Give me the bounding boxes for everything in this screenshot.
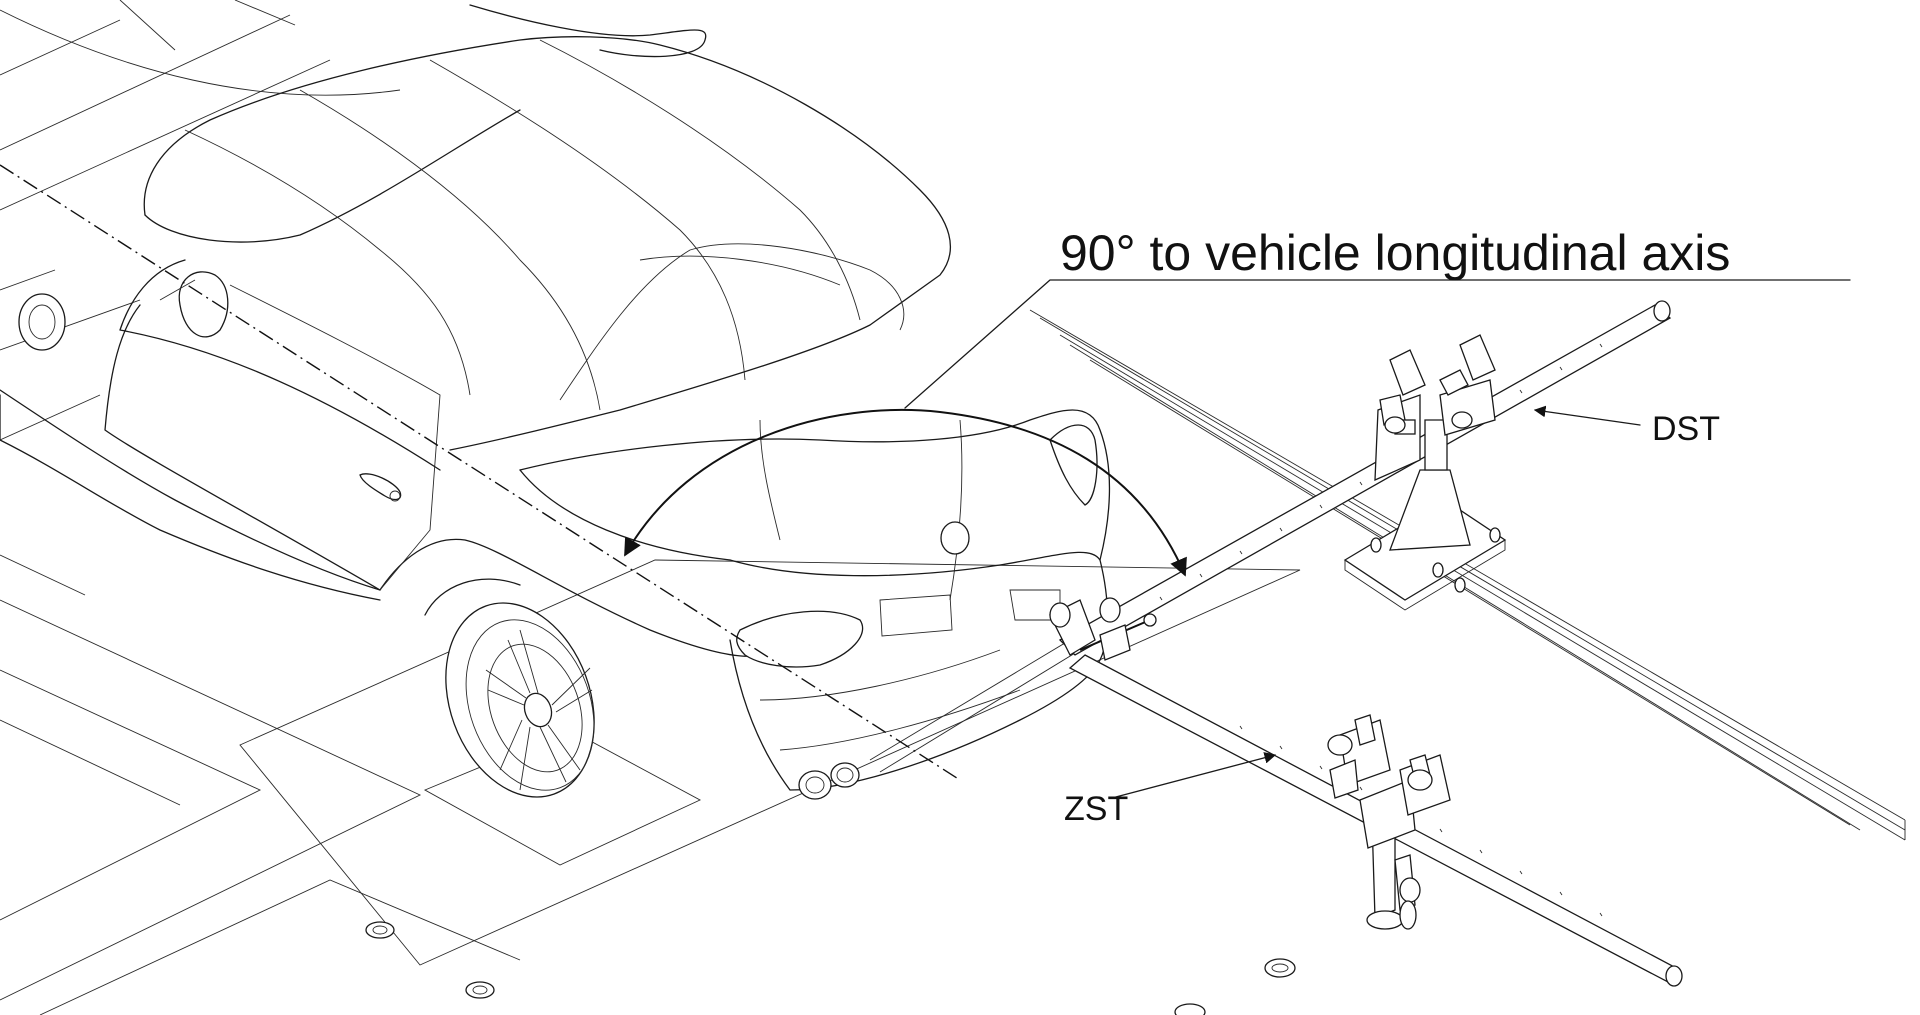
angle-label: 90° to vehicle longitudinal axis <box>1060 225 1730 281</box>
floor-holes <box>18 293 1296 1015</box>
floor-grid <box>0 0 521 1015</box>
zst-callout: ZST <box>1064 752 1277 828</box>
dst-label: DST <box>1652 410 1720 448</box>
stand-dst <box>1343 334 1507 611</box>
dst-callout: DST <box>1533 405 1720 448</box>
angle-annotation: 90° to vehicle longitudinal axis <box>624 225 1851 577</box>
longitudinal-axis <box>0 164 961 781</box>
wheel <box>424 578 595 798</box>
measurement-beam <box>1058 300 1683 987</box>
center-clamp <box>1049 597 1157 661</box>
stand-zst <box>1327 714 1451 930</box>
zst-label: ZST <box>1064 790 1128 828</box>
